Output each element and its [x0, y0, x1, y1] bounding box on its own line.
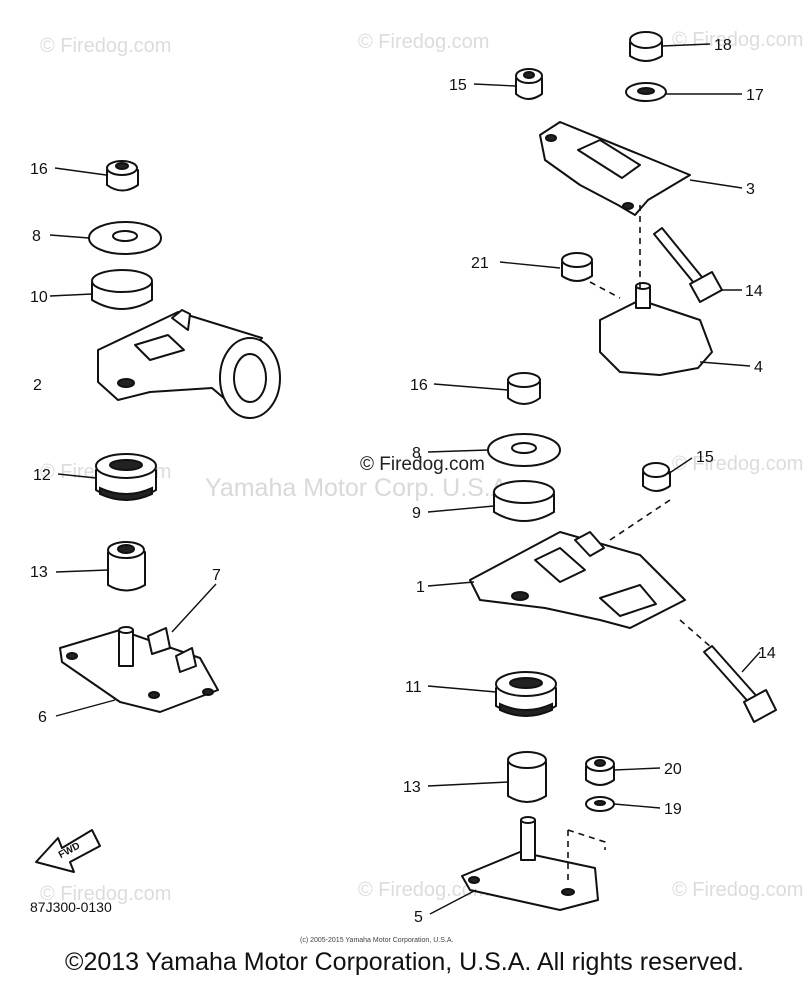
callout-label: 9 [412, 505, 421, 522]
part-nut-20 [585, 756, 615, 786]
part-tab-7 [147, 627, 171, 655]
part-nut-16b [507, 372, 541, 405]
part-collar-13b [507, 751, 547, 803]
watermark-site: © Firedog.com [672, 29, 803, 51]
part-washer-8 [88, 221, 162, 255]
callout-label: 8 [32, 228, 41, 245]
assembly-line [567, 829, 606, 850]
assembly-line [679, 619, 713, 649]
callout-label: 5 [414, 909, 423, 926]
part-bolt-14a [653, 227, 723, 303]
callout-label: 16 [30, 161, 48, 178]
callout-label: 7 [212, 567, 221, 584]
callout-label: 4 [754, 359, 763, 376]
part-nut-21 [561, 252, 593, 282]
callout-label: 14 [758, 645, 776, 662]
watermark-site: © Firedog.com [40, 883, 171, 905]
callout-label: 1 [416, 579, 425, 596]
part-cover-4 [599, 282, 713, 376]
callout-label: 11 [405, 679, 422, 696]
copyright-notice: ©2013 Yamaha Motor Corporation, U.S.A. A… [65, 948, 744, 976]
part-bracket-1 [469, 531, 686, 629]
callout-label: 6 [38, 709, 47, 726]
part-bracket-2 [97, 309, 281, 419]
watermark-site: © Firedog.com [672, 453, 803, 475]
part-grommet-11 [495, 671, 557, 717]
callout-label: 13 [30, 564, 48, 581]
part-bolt-14b [703, 645, 777, 723]
watermark-site: © Firedog.com [672, 879, 803, 901]
callout-label: 21 [471, 255, 489, 272]
part-mount-plate-6 [59, 626, 219, 713]
callout-label: 14 [745, 283, 763, 300]
part-collar-13a [107, 541, 146, 592]
assembly-line [589, 281, 621, 299]
assembly-line [609, 499, 671, 541]
callout-label: 20 [664, 761, 682, 778]
leader-lines [49, 43, 761, 915]
callout-label: 16 [410, 377, 428, 394]
part-bracket-3 [539, 121, 691, 216]
forward-arrow-icon: FWD [35, 829, 101, 873]
part-mount-plate-5 [461, 816, 599, 911]
callout-label: 15 [696, 449, 714, 466]
part-washer-19 [585, 796, 615, 812]
callout-label: 2 [33, 377, 42, 394]
callout-label: 13 [403, 779, 421, 796]
part-nut-15a [515, 68, 543, 100]
diagram-code: 87J300-0130 [30, 899, 112, 915]
watermark-banner: Yamaha Motor Corp. U.S.A. [205, 474, 514, 502]
callout-label: 18 [714, 37, 732, 54]
part-rubber-mount-10 [91, 269, 153, 310]
callout-label: 17 [746, 87, 764, 104]
part-nut-16 [106, 160, 139, 192]
callout-label: 8 [412, 445, 421, 462]
small-credit: (c) 2005-2015 Yamaha Motor Corporation, … [300, 937, 453, 944]
part-washer-8b [487, 433, 561, 467]
callout-label: 19 [664, 801, 682, 818]
part-washer-17 [625, 82, 667, 102]
callout-label: 12 [33, 467, 51, 484]
part-rubber-mount-9 [493, 480, 555, 522]
part-nut-15b [642, 462, 671, 492]
callout-label: 10 [30, 289, 48, 306]
part-cap-nut-18 [629, 31, 663, 62]
watermark-site-center: © Firedog.com [360, 454, 485, 475]
watermark-site: © Firedog.com [358, 31, 489, 53]
part-grommet-12 [95, 453, 157, 501]
callout-label: 3 [746, 181, 755, 198]
watermark-site: © Firedog.com [358, 879, 489, 901]
watermark-site: © Firedog.com [40, 35, 171, 57]
callout-label: 15 [449, 77, 467, 94]
